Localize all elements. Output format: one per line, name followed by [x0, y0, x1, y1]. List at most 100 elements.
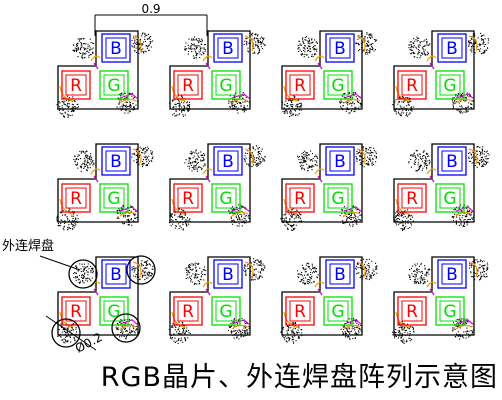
blue-chip-label: B — [334, 152, 346, 172]
width-dimension: 0.9 — [94, 2, 208, 36]
chip-cell: B R G — [280, 143, 377, 231]
speckle-pad — [243, 32, 266, 55]
blue-chip-label: B — [222, 265, 234, 285]
green-chip-label: G — [331, 302, 344, 322]
red-chip-label: R — [406, 302, 418, 322]
blue-chip: B — [437, 146, 467, 176]
chip-cell: BR G — [393, 143, 490, 231]
blue-chip: B — [213, 33, 243, 63]
speckle-pad — [297, 36, 318, 58]
speckle-pad — [408, 262, 431, 285]
red-chip: R — [61, 183, 91, 213]
pad-callout: 外连焊盘 — [2, 238, 81, 271]
green-chip-label: G — [443, 302, 456, 322]
red-chip-label: R — [70, 189, 82, 209]
blue-chip: B — [325, 259, 355, 289]
blue-chip-label: B — [222, 152, 234, 172]
red-chip: R — [397, 183, 427, 213]
pad-circle — [68, 259, 98, 289]
width-dimension-label: 0.9 — [141, 2, 160, 16]
chip-cell: B R G — [392, 256, 489, 344]
green-chip: G — [211, 183, 241, 213]
blue-chip: B — [325, 33, 355, 63]
pad-callout-label: 外连焊盘 — [2, 238, 54, 254]
blue-chip-label: B — [334, 265, 346, 285]
red-chip: R — [285, 70, 315, 100]
blue-chip: B — [437, 259, 467, 289]
red-chip: R — [173, 296, 203, 326]
speckle-pad — [184, 149, 206, 172]
green-chip: G — [435, 296, 465, 326]
speckle-pad — [131, 146, 154, 168]
speckle-pad — [297, 262, 319, 285]
red-chip: R — [173, 70, 203, 100]
speckle-pad — [185, 262, 207, 285]
speckle-pad — [297, 150, 319, 172]
red-chip: R — [285, 183, 315, 213]
blue-chip-label: B — [110, 152, 122, 172]
speckle-pad — [408, 36, 431, 59]
blue-chip-label: B — [110, 39, 122, 59]
blue-chip: B — [325, 146, 355, 176]
speckle-pad — [73, 263, 94, 284]
green-chip: G — [99, 70, 129, 100]
green-chip: G — [323, 296, 353, 326]
chip-cell: B R G — [56, 143, 154, 231]
speckle-pad — [355, 32, 377, 55]
green-chip-label: G — [331, 189, 344, 209]
speckle-pad — [184, 36, 206, 59]
green-chip-label: G — [107, 189, 120, 209]
speckle-pad — [72, 38, 95, 59]
blue-chip-label: B — [446, 265, 458, 285]
blue-chip: B — [101, 146, 131, 176]
blue-chip-label: B — [334, 39, 346, 59]
red-chip-label: R — [70, 76, 82, 96]
red-chip: R — [61, 70, 91, 100]
speckle-pad — [243, 258, 266, 281]
red-chip: R — [61, 296, 91, 326]
blue-chip: B — [437, 33, 467, 63]
red-chip-label: R — [182, 302, 194, 322]
green-chip: G — [99, 183, 129, 213]
chip-cell: B R G — [56, 30, 154, 118]
red-chip-label: R — [406, 189, 418, 209]
speckle-pad — [468, 32, 489, 55]
red-chip-label: R — [294, 76, 306, 96]
speckle-pad — [131, 32, 154, 54]
green-chip: G — [323, 70, 353, 100]
blue-chip-label: B — [222, 39, 234, 59]
speckle-pad — [243, 145, 266, 167]
green-chip: G — [211, 296, 241, 326]
pad-circle — [111, 313, 141, 343]
speckle-pad — [73, 150, 95, 172]
red-chip: R — [397, 296, 427, 326]
chip-cell: B R G — [392, 30, 489, 117]
blue-chip: B — [213, 259, 243, 289]
chip-cell: B R G — [280, 256, 378, 344]
speckle-pad — [468, 145, 490, 168]
red-chip: R — [285, 296, 315, 326]
blue-chip-label: B — [110, 265, 122, 285]
blue-chip: B — [213, 146, 243, 176]
green-chip-label: G — [443, 189, 456, 209]
green-chip: G — [435, 183, 465, 213]
green-chip-label: G — [107, 76, 120, 96]
green-chip: G — [435, 70, 465, 100]
green-chip: G — [211, 70, 241, 100]
chip-cell: B R G — [168, 256, 266, 344]
green-chip-label: G — [219, 302, 232, 322]
blue-chip: B — [101, 259, 131, 289]
blue-chip: B — [101, 33, 131, 63]
pad-circles — [51, 255, 156, 348]
green-chip-label: G — [443, 76, 456, 96]
green-chip-label: G — [331, 76, 344, 96]
red-chip-label: R — [294, 189, 306, 209]
red-chip-label: R — [406, 76, 418, 96]
red-chip-label: R — [182, 189, 194, 209]
blue-chip-label: B — [446, 39, 458, 59]
red-chip-label: R — [294, 302, 306, 322]
